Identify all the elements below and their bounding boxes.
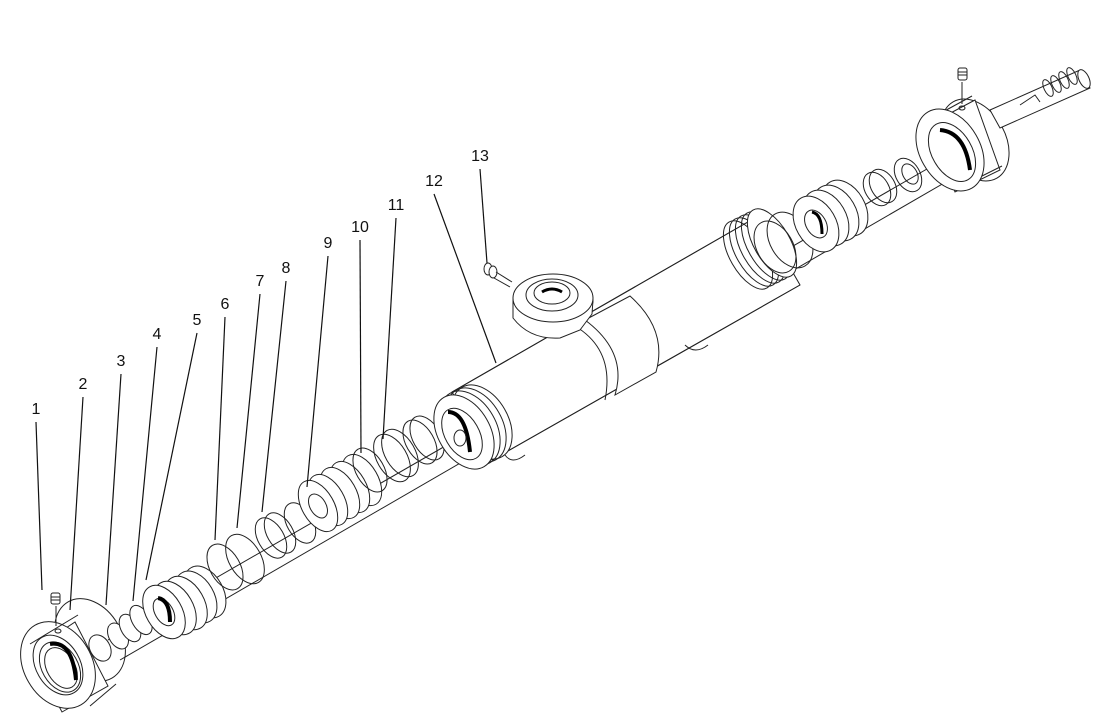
leader-line-10	[359, 239, 362, 454]
callout-2: 2	[78, 376, 88, 393]
left-set-screw	[50, 592, 61, 626]
rod-threaded-end	[989, 67, 1091, 129]
left-end-nut	[20, 598, 126, 713]
leader-line-12	[433, 193, 497, 364]
cylinder-barrel	[433, 208, 801, 470]
right-set-screw	[957, 67, 968, 104]
gland-bushing	[142, 565, 227, 640]
callout-10: 10	[351, 219, 369, 236]
piston	[297, 453, 383, 533]
callout-13: 13	[471, 148, 489, 165]
leader-line-8	[261, 280, 287, 513]
leader-line-4	[132, 346, 158, 602]
callout-11: 11	[387, 197, 405, 214]
callout-9: 9	[323, 235, 333, 252]
grease-fitting	[483, 262, 513, 288]
leader-line-2	[69, 396, 84, 611]
callout-4: 4	[152, 326, 162, 343]
callout-3: 3	[116, 353, 126, 370]
leader-line-7	[236, 293, 261, 529]
leader-line-1	[35, 421, 43, 591]
callout-8: 8	[281, 260, 291, 277]
callout-1: 1	[31, 401, 41, 418]
leader-line-3	[105, 373, 122, 606]
leader-line-11	[382, 217, 397, 440]
callout-leader-lines	[35, 168, 497, 611]
rings-10-11	[352, 415, 445, 493]
leader-line-5	[145, 332, 198, 581]
callout-12: 12	[425, 173, 443, 190]
leader-line-6	[214, 316, 226, 541]
leader-line-13	[479, 168, 488, 264]
callout-5: 5	[192, 312, 202, 329]
callout-6: 6	[220, 296, 230, 313]
callout-7: 7	[255, 273, 265, 290]
right-rings-and-gland	[753, 157, 923, 274]
leader-line-9	[306, 255, 329, 488]
right-end-nut	[915, 95, 1010, 193]
